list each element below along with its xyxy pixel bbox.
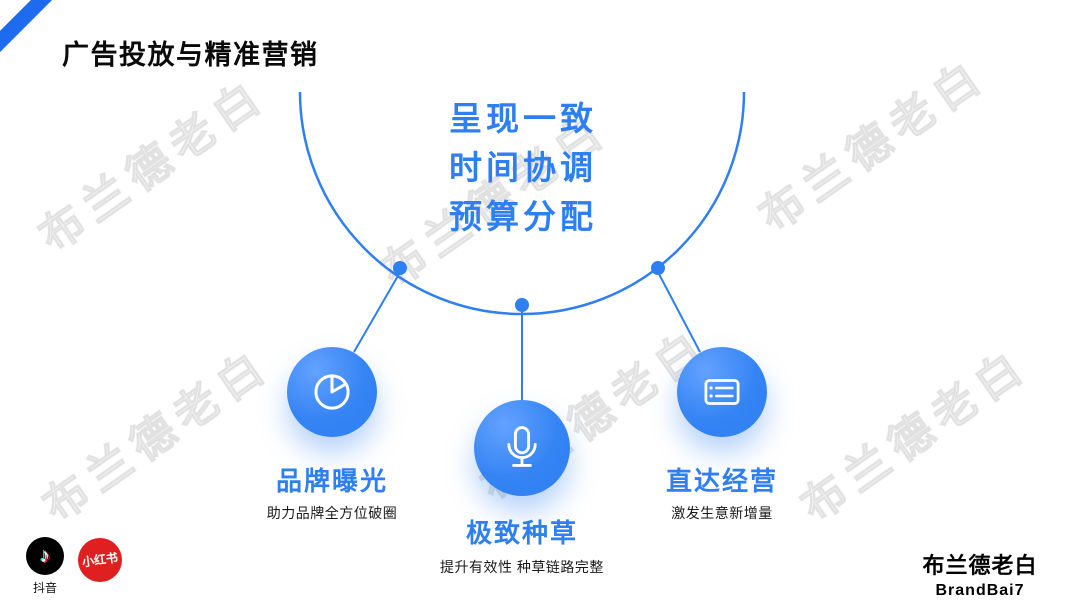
node-desc-direct-business: 激发生意新增量: [671, 505, 773, 521]
hub-line-3: 预算分配: [449, 198, 597, 235]
document-list-icon: [704, 379, 740, 405]
node-label-direct-business: 直达经营: [665, 466, 778, 496]
node-label-seeding: 极致种草: [465, 518, 578, 548]
microphone-icon: [507, 426, 537, 467]
hub-line-2: 时间协调: [449, 149, 597, 186]
page-title: 广告投放与精准营销: [62, 40, 319, 70]
hub-text: 呈现一致 时间协调 预算分配: [377, 94, 669, 241]
tiktok-label: 抖音: [32, 581, 57, 595]
brand-logo-text: 布兰德老白: [922, 553, 1038, 579]
xiaohongshu-logo-text: 小红书: [81, 550, 119, 570]
xiaohongshu-badge: 小红书: [78, 538, 122, 582]
watermark-text: 布兰德老白: [750, 49, 996, 242]
connector-right: [658, 273, 701, 353]
arc-dot-middle: [515, 298, 529, 312]
tiktok-badge: ♪: [26, 537, 64, 575]
corner-ribbon: [0, 0, 56, 57]
node-circle-direct-business: [677, 347, 767, 437]
connector-left: [353, 273, 400, 353]
watermark-text: 布兰德老白: [792, 339, 1038, 532]
node-desc-seeding: 提升有效性 种草链路完整: [440, 559, 604, 575]
node-circle-seeding: [474, 400, 570, 496]
arc-dot-right: [651, 261, 665, 275]
hub-line-1: 呈现一致: [449, 100, 597, 137]
tiktok-note-icon: ♪: [40, 545, 50, 567]
brand-block: 布兰德老白 BrandBai7: [910, 548, 1050, 600]
node-circle-brand-exposure: [287, 347, 377, 437]
arc-dot-left: [393, 261, 407, 275]
node-label-brand-exposure: 品牌曝光: [275, 466, 388, 496]
node-desc-brand-exposure: 助力品牌全方位破圈: [266, 505, 398, 521]
pie-chart-icon: [314, 374, 350, 410]
watermark-text: 布兰德老白: [30, 69, 276, 262]
brand-name: BrandBai7: [935, 582, 1025, 599]
